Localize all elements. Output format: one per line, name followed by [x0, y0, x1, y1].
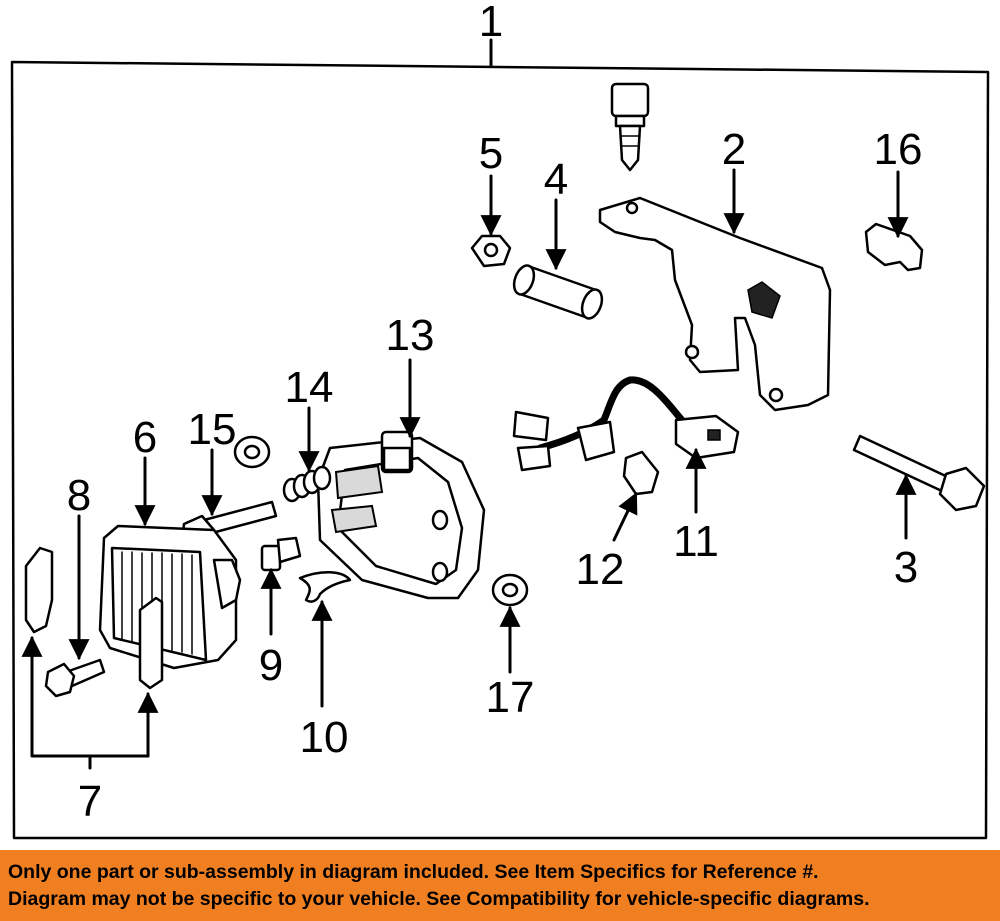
spring-part-14	[282, 465, 332, 503]
callout-1: 1	[479, 0, 503, 46]
connector-part-12	[622, 450, 660, 496]
callout-11: 11	[673, 517, 719, 566]
long-bolt-part-3	[852, 434, 986, 512]
fog-lamp-part-6	[98, 524, 242, 670]
callout-14: 14	[285, 363, 334, 412]
leader-7-bracket	[21, 635, 150, 758]
callout-9: 9	[259, 641, 283, 690]
disclaimer-line-1: Only one part or sub-assembly in diagram…	[8, 861, 819, 883]
callout-16: 16	[874, 125, 923, 174]
grommet-part-17	[491, 573, 529, 607]
grommet-upper	[233, 435, 271, 469]
callout-10: 10	[300, 713, 349, 762]
bracket-part-7-left	[24, 546, 54, 634]
callout-6: 6	[133, 413, 157, 462]
upper-bolt-part	[610, 82, 650, 172]
callout-2: 2	[722, 125, 746, 174]
parts-diagram: 1 2 3 4 5 6 7 8 9 10 11 12 13 14 15 16 1…	[10, 0, 990, 840]
callout-8: 8	[67, 471, 91, 520]
bolt-part-8	[44, 658, 106, 698]
callout-15: 15	[188, 405, 237, 454]
clip-part-10	[298, 571, 352, 603]
bracket-part-7-right	[138, 596, 164, 690]
nut-part-5	[470, 234, 512, 268]
disclaimer-line-2: Diagram may not be specific to your vehi…	[8, 888, 870, 910]
spacer-part-4	[512, 264, 604, 320]
clip-part-16	[864, 222, 924, 272]
callout-4: 4	[544, 155, 568, 204]
disclaimer-banner: Only one part or sub-assembly in diagram…	[0, 850, 1000, 921]
screw-part-9	[260, 536, 302, 572]
callout-13: 13	[386, 311, 435, 360]
leader-12	[612, 492, 638, 542]
callout-12: 12	[576, 545, 625, 594]
callout-5: 5	[479, 129, 503, 178]
callout-7: 7	[78, 777, 102, 826]
assembly-frame	[10, 60, 990, 840]
callout-3: 3	[894, 543, 918, 592]
wiring-harness-part-11	[512, 376, 740, 472]
callout-17: 17	[486, 673, 535, 722]
housing-part-13	[316, 430, 486, 600]
mounting-bracket-part	[598, 196, 832, 412]
